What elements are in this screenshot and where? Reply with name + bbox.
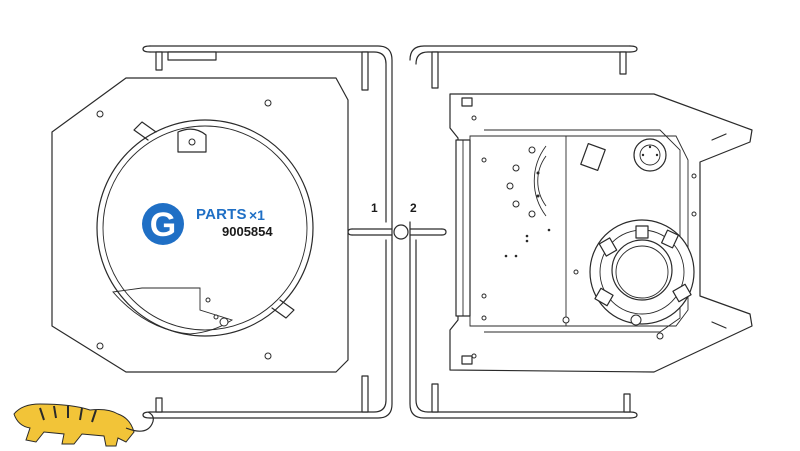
sprue-letter: G — [150, 206, 176, 244]
part-number-label-2: 2 — [410, 201, 417, 215]
part-2-hull — [449, 93, 753, 373]
part-1-plate — [51, 77, 349, 373]
parts-count: ×1 — [249, 207, 265, 223]
part-number: 9005854 — [222, 224, 273, 239]
tiger-logo-icon — [13, 403, 154, 447]
part-number-label-1: 1 — [371, 201, 378, 215]
sprue-letter-badge: G — [142, 203, 184, 245]
sprue-runner-frame — [142, 45, 638, 419]
parts-label: PARTS — [196, 206, 247, 223]
